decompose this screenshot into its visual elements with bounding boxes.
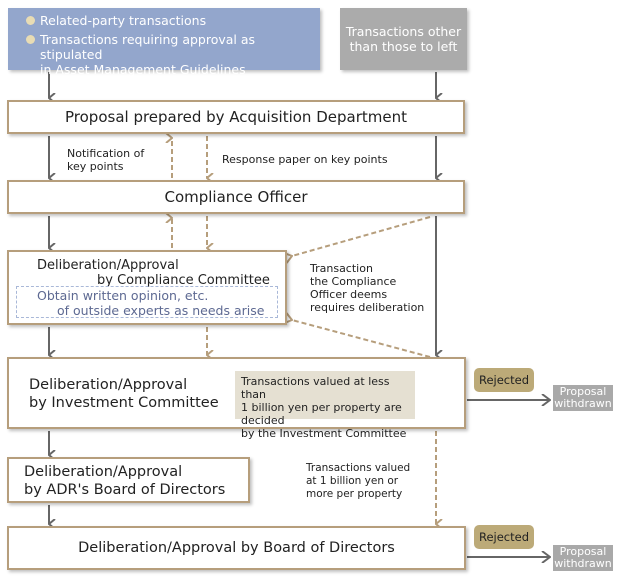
outside-experts-note: Obtain written opinion, etc. of outside … (16, 286, 278, 318)
step-board-of-directors: Deliberation/Approval by Board of Direct… (7, 526, 466, 570)
step-compliance-committee: Deliberation/Approval by Compliance Comm… (7, 250, 287, 325)
committee-title-line2: by Compliance Committee (97, 273, 270, 288)
source-item: Related-party transactions (26, 13, 320, 28)
invest-title: Deliberation/Approval by Investment Comm… (29, 377, 219, 411)
arrow-invest-diag-to-committee (292, 320, 431, 358)
label-billion-threshold: Transactions valued at 1 billion yen or … (306, 462, 411, 500)
proposal-withdrawn-box: Proposal withdrawn (553, 385, 613, 411)
label-officer-deems: Transaction the Compliance Officer deems… (310, 262, 425, 314)
source-other-transactions-box: Transactions other than those to left (340, 8, 467, 70)
step-adr-board: Deliberation/Approval by ADR's Board of … (7, 457, 250, 503)
arrow-officer-diag-to-committee (292, 216, 431, 256)
step-investment-committee: Deliberation/Approval by Investment Comm… (7, 357, 466, 440)
label-notification: Notification of key points (67, 147, 145, 173)
rejected-badge: Rejected (474, 368, 534, 392)
bullet-icon (26, 16, 35, 25)
rejected-badge: Rejected (474, 525, 534, 549)
invest-threshold-note: Transactions valued at less than 1 billi… (235, 371, 415, 440)
proposal-withdrawn-box: Proposal withdrawn (553, 545, 613, 571)
step-proposal: Proposal prepared by Acquisition Departm… (7, 100, 465, 134)
bullet-icon (26, 35, 35, 44)
label-response-paper: Response paper on key points (222, 153, 388, 166)
source-related-party-box: Related-party transactions Transactions … (8, 8, 320, 77)
committee-title-line1: Deliberation/Approval (37, 258, 179, 273)
source-item: Transactions requiring approval as stipu… (26, 32, 320, 77)
step-compliance-officer: Compliance Officer (7, 180, 465, 214)
